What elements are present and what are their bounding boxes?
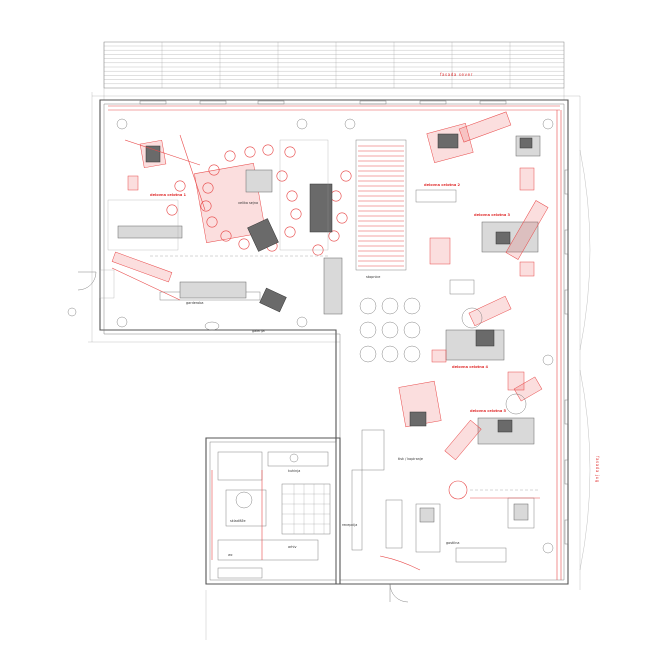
chair bbox=[340, 170, 352, 182]
galerija-label: galerija bbox=[252, 329, 265, 333]
chair bbox=[202, 182, 214, 194]
zone-4-furniture bbox=[431, 295, 525, 391]
round-tables bbox=[359, 297, 421, 363]
annex bbox=[205, 437, 341, 640]
kuhinja-label: kuhinja bbox=[288, 469, 300, 473]
zone-5-label: delovna celotna 5 bbox=[470, 409, 507, 413]
chair bbox=[174, 180, 186, 192]
chair bbox=[284, 226, 296, 238]
tisk-label: tisk / kopiranje bbox=[398, 457, 423, 461]
dimension-lines bbox=[88, 92, 581, 590]
facade-north-label: fasada sever bbox=[440, 72, 473, 77]
chair bbox=[276, 170, 288, 182]
zone-2-3-furniture bbox=[415, 111, 549, 295]
chair bbox=[220, 230, 232, 242]
east-window-sills bbox=[564, 149, 591, 571]
arhiv-label: arhiv bbox=[288, 545, 297, 549]
zone-3-label: delovna celotna 3 bbox=[474, 213, 511, 217]
skladisce-label: skladišče bbox=[230, 519, 246, 523]
zone-2-label: delovna celotna 2 bbox=[424, 183, 461, 187]
chair bbox=[328, 230, 340, 242]
zone-4-label: delovna celotna 4 bbox=[452, 365, 489, 369]
chair bbox=[290, 208, 302, 220]
bottom-lounge bbox=[351, 429, 540, 571]
gostilna-label: gostilna bbox=[446, 541, 459, 545]
roof-terrace bbox=[103, 41, 565, 100]
zone-5-furniture bbox=[398, 376, 543, 461]
chair bbox=[166, 204, 178, 216]
columns bbox=[116, 118, 554, 554]
chair bbox=[262, 144, 274, 156]
chair bbox=[284, 146, 296, 158]
sejna-label: velika sejna bbox=[238, 201, 258, 205]
stopnice-label: stopnice bbox=[366, 275, 380, 279]
zone-1-furniture bbox=[99, 134, 287, 331]
chair bbox=[208, 164, 220, 176]
chair bbox=[336, 212, 348, 224]
garderoba-label: garderoba bbox=[186, 301, 203, 305]
facade-south-label: fasada jug bbox=[595, 456, 600, 483]
chair bbox=[200, 200, 212, 212]
north-window-sills bbox=[139, 100, 507, 105]
chair bbox=[286, 190, 298, 202]
chair bbox=[244, 146, 256, 158]
chair bbox=[238, 238, 250, 250]
chair bbox=[330, 190, 342, 202]
chair bbox=[224, 150, 236, 162]
wc-label: wc bbox=[228, 553, 233, 557]
central-meeting-furniture bbox=[150, 139, 343, 315]
staircase bbox=[355, 139, 407, 271]
doors bbox=[67, 271, 409, 603]
chair bbox=[206, 216, 218, 228]
recepcija-label: recepcija bbox=[342, 523, 357, 527]
zone-1-label: delovna celotna 1 bbox=[150, 193, 187, 197]
